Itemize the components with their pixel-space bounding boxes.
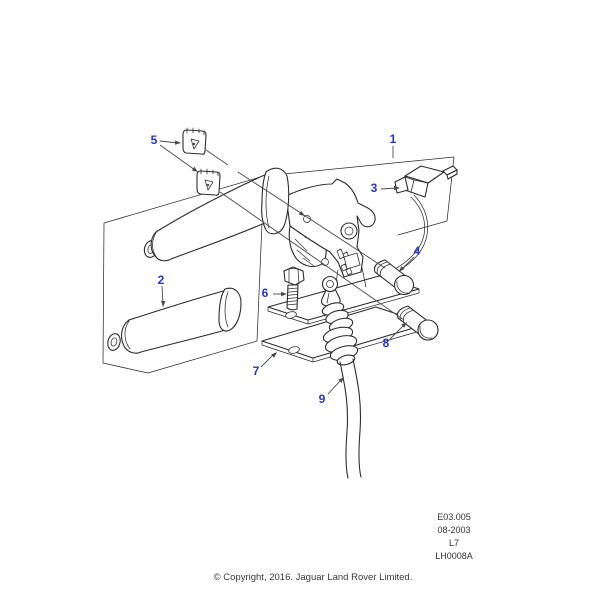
warning-switch — [343, 252, 361, 270]
callout-4[interactable]: 4 — [413, 244, 421, 258]
cable-clip-2 — [196, 168, 221, 196]
reference-block: E03.005 08-2003 L7 LH0008A — [404, 511, 504, 563]
backing-panel — [102, 175, 265, 374]
pin-hole-lower — [321, 258, 329, 266]
reference-line: LH0008A — [435, 551, 473, 561]
cable-clip-1 — [182, 127, 207, 155]
alignment-lines — [205, 149, 405, 321]
reference-line: E03.005 — [437, 512, 471, 522]
cable-boot-assembly — [321, 288, 362, 479]
connector-plug — [394, 165, 458, 198]
callout-3[interactable]: 3 — [370, 181, 378, 195]
clevis-pin-lower — [396, 305, 439, 341]
grip-lower-end-band — [218, 287, 242, 332]
callout-7[interactable]: 7 — [252, 364, 260, 378]
bolt — [283, 266, 305, 311]
callout-8[interactable]: 8 — [382, 336, 390, 350]
callout-leaders — [159, 140, 415, 395]
assembly-box-outline — [263, 156, 455, 236]
grip-upper — [143, 167, 290, 262]
grip-upper-collar — [261, 167, 290, 235]
grip-lower — [107, 287, 242, 354]
callout-2[interactable]: 2 — [157, 273, 165, 287]
reference-line: L7 — [448, 538, 459, 548]
mounting-plate-upper — [267, 275, 420, 325]
callout-9[interactable]: 9 — [318, 392, 326, 406]
reference-line: 08-2003 — [437, 525, 471, 535]
callout-5[interactable]: 5 — [150, 133, 158, 147]
clevis-pin-upper — [373, 259, 415, 296]
lever-mechanism — [285, 178, 376, 293]
callout-6[interactable]: 6 — [261, 286, 269, 300]
callout-1[interactable]: 1 — [389, 132, 397, 146]
copyright-notice: © Copyright, 2016. Jaguar Land Rover Lim… — [213, 572, 413, 583]
